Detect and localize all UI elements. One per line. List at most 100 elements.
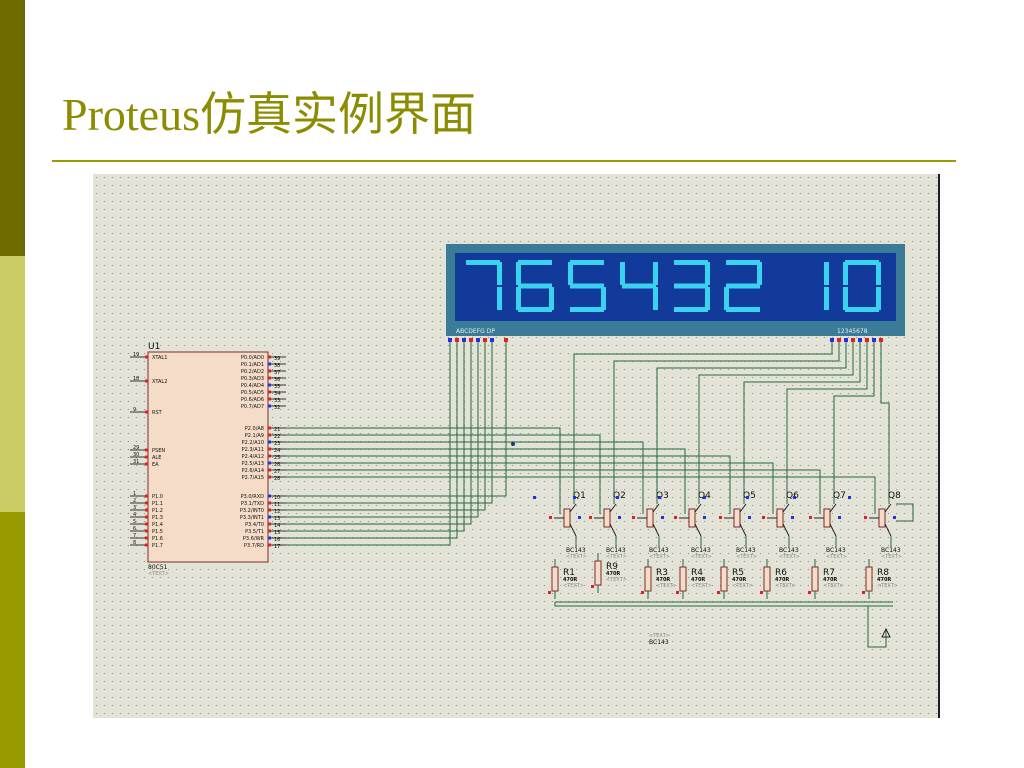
mcu-pin-name: EA bbox=[152, 462, 159, 468]
mcu-pin-number: 29 bbox=[133, 445, 139, 451]
resistor-value: 470R bbox=[691, 577, 705, 583]
mcu-pin-name: P2.0/A8 bbox=[245, 426, 264, 432]
mcu-pin-number: 2 bbox=[133, 498, 136, 504]
mcu-pin-name: P3.2/INT0 bbox=[240, 508, 264, 514]
seven-segment-display[interactable]: ABCDEFG DP 12345678 bbox=[446, 244, 905, 336]
mcu-pin-number: 38 bbox=[274, 363, 280, 369]
mcu-pin-dot bbox=[268, 447, 271, 451]
resistor-value: 470R bbox=[656, 577, 670, 583]
transistor-ref: Q5 bbox=[743, 491, 756, 501]
transistor-body bbox=[733, 508, 741, 528]
digit-segment-c bbox=[653, 287, 658, 310]
transistor-emitter-lead bbox=[829, 523, 837, 537]
slide-title: Proteus仿真实例界面 bbox=[62, 89, 476, 140]
mcu-pin-number: 4 bbox=[133, 512, 136, 518]
digit-segment-b bbox=[497, 262, 502, 285]
transistor-collector-lead bbox=[739, 503, 747, 513]
transistor-input-pin bbox=[746, 496, 749, 499]
resistor-body bbox=[763, 566, 771, 592]
transistor-part: BC143 bbox=[566, 547, 586, 554]
mcu-pin-number: 18 bbox=[133, 376, 139, 382]
canvas-right-edge bbox=[938, 174, 940, 718]
resistor-pin bbox=[862, 591, 865, 594]
mcu-pin-dot bbox=[268, 433, 271, 437]
mcu-pin-dot bbox=[268, 369, 271, 373]
display-digit-pin bbox=[858, 338, 862, 342]
resistor-ref: R5 bbox=[732, 568, 744, 578]
digit-segment-c bbox=[549, 287, 554, 310]
title-rule bbox=[52, 160, 956, 162]
resistor-text: <TEXT> bbox=[606, 577, 627, 583]
digit-wire bbox=[656, 342, 847, 504]
resistor-pin bbox=[717, 591, 720, 594]
transistor-part: BC143 bbox=[881, 547, 901, 554]
mcu-pin-number: 11 bbox=[274, 502, 280, 508]
q8-tap-wire bbox=[896, 503, 914, 522]
mcu-pin-name: P1.0 bbox=[152, 494, 163, 500]
mcu-pin-name: P0.2/AD2 bbox=[241, 369, 264, 375]
transistor-text: <TEXT> bbox=[649, 554, 670, 560]
transistor-input-pin bbox=[533, 496, 536, 499]
mcu-pin-dot bbox=[145, 508, 148, 512]
digit-segment-d bbox=[518, 307, 552, 312]
transistor-text: <TEXT> bbox=[736, 554, 757, 560]
mcu-pin-dot bbox=[268, 515, 271, 519]
transistor-collector-lead bbox=[609, 503, 617, 513]
transistor-base-pin bbox=[589, 516, 592, 519]
digit-segment-e bbox=[724, 287, 729, 310]
resistor-text: <TEXT> bbox=[823, 583, 844, 589]
digit-wire bbox=[743, 342, 861, 504]
transistor-part: BC143 bbox=[736, 547, 756, 554]
segment-wire bbox=[286, 342, 465, 532]
resistor-text: <TEXT> bbox=[563, 583, 584, 589]
mcu-pin-name: PSEN bbox=[152, 448, 165, 454]
transistor-side-pin bbox=[703, 516, 706, 519]
mcu-pin-number: 16 bbox=[274, 537, 280, 543]
transistor-side-pin bbox=[661, 516, 664, 519]
transistor-side-pin bbox=[838, 516, 841, 519]
display-digit-pin bbox=[830, 338, 834, 342]
transistor-side-pin bbox=[748, 516, 751, 519]
resistor-value: 470R bbox=[823, 577, 837, 583]
transistor-collector-lead bbox=[569, 503, 577, 513]
mcu-pin-dot bbox=[268, 475, 271, 479]
segment-wire bbox=[286, 342, 507, 497]
driver-stage: Q1BC143<TEXT>Q2BC143<TEXT>Q3BC143<TEXT>Q… bbox=[533, 491, 902, 599]
segment-wire bbox=[286, 342, 479, 518]
base-drive-wire bbox=[286, 441, 644, 514]
mcu-ref: U1 bbox=[148, 342, 160, 352]
transistor-text: <TEXT> bbox=[691, 554, 712, 560]
mcu-pin-dot bbox=[268, 440, 271, 444]
display-digit-1 bbox=[466, 260, 502, 310]
base-drive-wire bbox=[286, 455, 731, 514]
digit-segment-a bbox=[845, 260, 879, 265]
mcu-pin-number: 23 bbox=[274, 441, 280, 447]
mcu-pin-name: RST bbox=[152, 410, 163, 416]
digit-segment-g bbox=[518, 283, 552, 289]
resistor-ref: R6 bbox=[775, 568, 787, 578]
transistor-base-pin bbox=[762, 516, 765, 519]
digit-segment-d bbox=[570, 307, 604, 312]
mcu-pin-number: 32 bbox=[274, 405, 280, 411]
mcu-pin-name: P2.6/A14 bbox=[242, 468, 264, 474]
mcu-pin-name: P1.6 bbox=[152, 536, 163, 542]
power-wire bbox=[867, 606, 887, 648]
power-terminal-arrow bbox=[881, 627, 891, 638]
resistor-text: <TEXT> bbox=[877, 583, 898, 589]
mcu-pin-name: P3.6/WR bbox=[243, 536, 265, 542]
transistor-base-pin bbox=[632, 516, 635, 519]
mcu-pin-dot bbox=[268, 397, 271, 401]
resistor-pin bbox=[676, 591, 679, 594]
digit-segment-f bbox=[843, 262, 848, 285]
sidebar-mid-band bbox=[0, 512, 25, 768]
digit-segment-a bbox=[518, 260, 552, 265]
resistor-body bbox=[644, 566, 652, 592]
